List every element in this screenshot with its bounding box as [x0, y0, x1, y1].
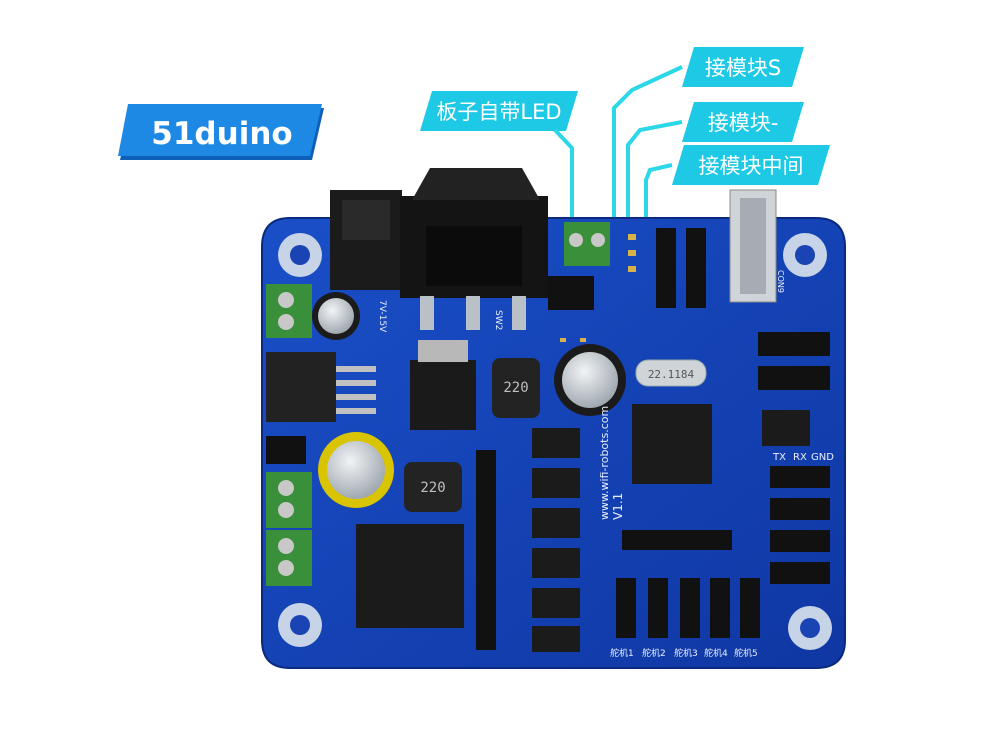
callout-module-s-label: 接模块S: [704, 56, 782, 80]
callout-module-middle: 接模块中间: [672, 145, 830, 185]
callout-module-minus: 接模块-: [682, 102, 804, 142]
silk-usb: CON9: [776, 270, 785, 293]
callout-board-led-label: 板子自带LED: [436, 100, 562, 124]
servo-label-5: 舵机5: [734, 647, 758, 659]
callout-board-led: 板子自带LED: [420, 91, 578, 131]
callout-module-s: 接模块S: [682, 47, 804, 87]
inductor-top-marking: 220: [503, 380, 528, 396]
brand-badge-shape: [118, 104, 324, 160]
silk-url: www.wifi-robots.com: [598, 406, 611, 520]
mcu-chip: [632, 404, 712, 484]
inductor-bottom-marking: 220: [420, 480, 445, 496]
servo-label-3: 舵机3: [674, 647, 698, 659]
uart-rx: RX: [793, 452, 807, 463]
callout-module-middle-label: 接模块中间: [698, 154, 804, 178]
silk-version: V1.1: [611, 493, 625, 520]
silk-switch: SW2: [493, 310, 503, 330]
servo-label-2: 舵机2: [642, 647, 666, 659]
uart-tx: TX: [772, 452, 786, 463]
uart-gnd: GND: [811, 452, 834, 463]
brand-label: 51duino: [151, 116, 293, 152]
callout-module-minus-label: 接模块-: [707, 111, 779, 135]
motor-driver-ic: [356, 524, 464, 628]
servo-label-4: 舵机4: [704, 647, 728, 659]
silk-power: 7V-15V: [377, 300, 387, 333]
servo-label-1: 舵机1: [610, 647, 634, 659]
brand-badge: 51duino: [118, 104, 326, 164]
crystal-marking: 22.1184: [648, 368, 695, 381]
mounting-holes: [278, 233, 832, 650]
